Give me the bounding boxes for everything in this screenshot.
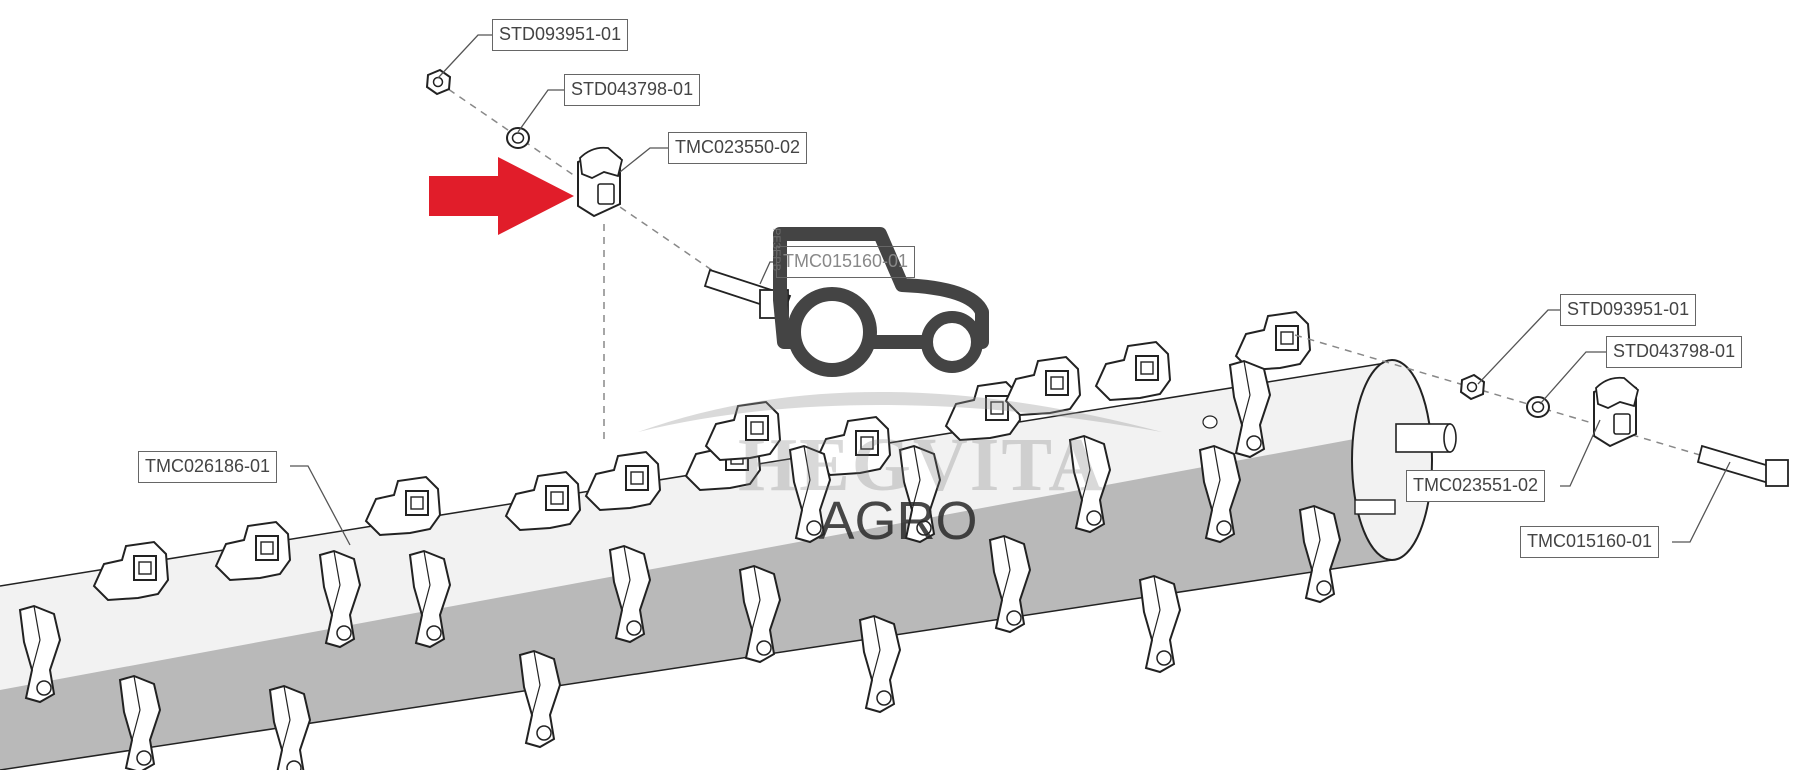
- part-std093951-nut-top: [426, 69, 451, 95]
- part-std093951-nut-right: [1460, 374, 1485, 400]
- tractor-logo-icon: [638, 227, 1162, 432]
- label-std093951-top: STD093951-01: [492, 19, 629, 51]
- part-tmc015160-bolt-right: [1696, 444, 1789, 487]
- red-arrow-icon: [429, 157, 574, 235]
- part-std043798-washer-right: [1526, 396, 1550, 418]
- rotor-drum: [0, 359, 1457, 770]
- part-tmc023550-block: [577, 146, 623, 217]
- label-tmc015160-right: TMC015160-01: [1520, 526, 1660, 558]
- watermark-sub: AGRO: [818, 491, 978, 551]
- label-tmc015160-mid: TMC015160-01: [776, 246, 916, 278]
- label-tmc023551: TMC023551-02: [1406, 470, 1546, 502]
- label-tmc023550: TMC023550-02: [668, 132, 808, 164]
- watermark-brand: HEGVITA: [738, 423, 1106, 507]
- label-tmc026186: TMC026186-01: [138, 451, 278, 483]
- label-std043798-right: STD043798-01: [1606, 336, 1743, 368]
- label-std093951-right: STD093951-01: [1560, 294, 1697, 326]
- leader-lines: [290, 34, 1731, 546]
- label-std043798-top: STD043798-01: [564, 74, 701, 106]
- part-tmc023551-block: [1593, 376, 1639, 447]
